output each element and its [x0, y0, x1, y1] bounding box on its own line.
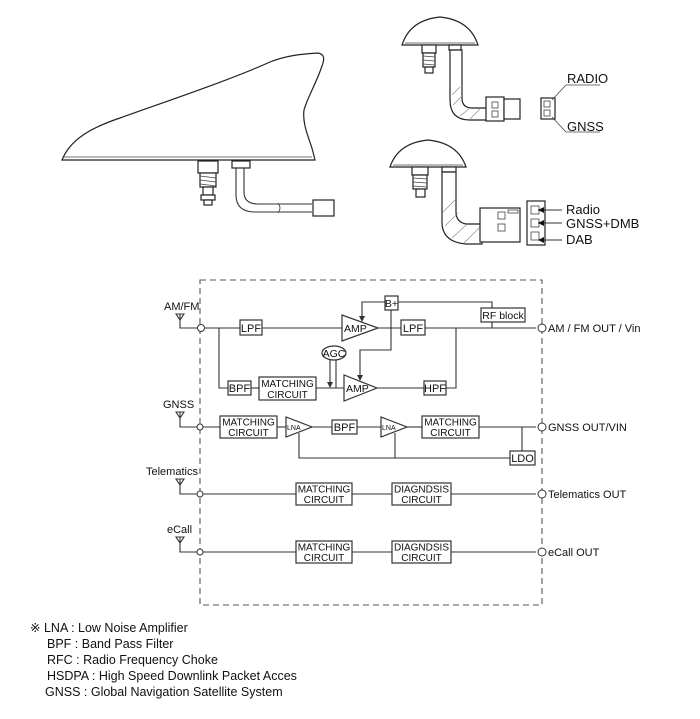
legend-item: RFC : Radio Frequency Choke — [47, 653, 218, 667]
amfm-matching-label-2: CIRCUIT — [267, 390, 308, 401]
reference-mark-icon: ※ — [30, 621, 41, 635]
abbreviation-legend: ※ LNA : Low Noise Amplifier BPF : Band P… — [30, 620, 297, 700]
telematics-diagnosis-label-2: CIRCUIT — [401, 495, 442, 506]
gnss-lna-1-symbol — [285, 416, 314, 438]
legend-item: LNA : Low Noise Amplifier — [43, 621, 188, 635]
gnss-bpf-block — [331, 419, 358, 435]
amfm-amp-top-label: AMP — [344, 323, 367, 335]
gnss-lna-2-label: LNA — [382, 425, 396, 432]
bplus-block — [384, 295, 399, 311]
ecall-diagnosis-label-2: CIRCUIT — [401, 553, 442, 564]
connector-label-dab: DAB — [566, 232, 593, 247]
agc-label: AGC — [323, 348, 346, 360]
output-port-amfm — [537, 323, 547, 333]
gnss-ldo-label: LDO — [511, 453, 534, 465]
input-label-ecall: eCall — [167, 524, 192, 536]
telematics-chain — [174, 478, 536, 498]
output-port-telematics — [537, 489, 547, 499]
gnss-chain — [174, 411, 536, 459]
amfm-matching-label-1: MATCHING — [261, 379, 314, 390]
input-label-telematics: Telematics — [146, 466, 198, 478]
antenna-module-boundary — [199, 279, 543, 606]
agc-block — [321, 345, 347, 361]
connector-label-gnss-dmb: GNSS+DMB — [566, 216, 639, 231]
gnss-ldo-block — [509, 450, 536, 466]
legend-row: GNSS : Global Navigation Satellite Syste… — [30, 684, 297, 700]
amfm-matching-circuit-block — [258, 376, 317, 401]
telematics-matching-label-1: MATCHING — [298, 485, 351, 496]
amfm-amp-bottom-label: AMP — [346, 383, 369, 395]
telematics-matching-label-2: CIRCUIT — [304, 495, 345, 506]
telematics-matching-circuit-block — [295, 482, 353, 506]
shark-fin-antenna-illustration — [61, 52, 335, 217]
amfm-hpf-block — [423, 380, 447, 396]
connector-label-radio-2: Radio — [566, 202, 600, 217]
ecall-matching-circuit-block — [295, 540, 353, 564]
amfm-lpf-out-block — [400, 319, 426, 336]
amfm-amp-bottom-symbol — [343, 374, 379, 402]
output-label-ecall: eCall OUT — [548, 547, 600, 559]
telematics-diagnosis-circuit-block — [391, 482, 452, 506]
amfm-bpf-block — [227, 380, 252, 396]
ecall-matching-label-2: CIRCUIT — [304, 553, 345, 564]
output-port-gnss — [537, 422, 547, 432]
dome-antenna-type1-illustration — [401, 16, 600, 133]
legend-row: BPF : Band Pass Filter — [30, 636, 297, 652]
gnss-matching-1-label-2: CIRCUIT — [228, 428, 269, 439]
gnss-matching-circuit-1-block — [219, 415, 278, 439]
input-label-gnss: GNSS — [163, 399, 194, 411]
legend-row: HSDPA : High Speed Downlink Packet Acces — [30, 668, 297, 684]
input-label-amfm: AM/FM — [164, 301, 199, 313]
output-label-telematics: Telematics OUT — [548, 489, 627, 501]
legend-item: GNSS : Global Navigation Satellite Syste… — [45, 685, 283, 699]
legend-row: ※ LNA : Low Noise Amplifier — [30, 620, 297, 636]
ecall-matching-label-1: MATCHING — [298, 543, 351, 554]
legend-item: BPF : Band Pass Filter — [47, 637, 174, 651]
amfm-lpf-out-label: LPF — [403, 323, 423, 335]
gnss-matching-1-label-1: MATCHING — [222, 418, 275, 429]
ecall-diagnosis-circuit-block — [391, 540, 452, 564]
ecall-diagnosis-label-1: DIAGNDSIS — [394, 543, 449, 554]
gnss-lna-2-symbol — [380, 416, 409, 438]
amfm-bpf-label: BPF — [229, 383, 251, 395]
gnss-matching-circuit-2-block — [421, 415, 480, 439]
amfm-lpf-in-block — [239, 319, 263, 336]
output-label-amfm: AM / FM OUT / Vin — [548, 323, 641, 335]
gnss-bpf-label: BPF — [334, 422, 356, 434]
legend-row: RFC : Radio Frequency Choke — [30, 652, 297, 668]
bplus-label: B+ — [385, 298, 398, 310]
amfm-chain — [174, 301, 536, 389]
amfm-lpf-in-label: LPF — [241, 323, 261, 335]
amfm-hpf-label: HPF — [424, 383, 446, 395]
rf-block — [480, 307, 526, 323]
gnss-matching-2-label-2: CIRCUIT — [430, 428, 471, 439]
connector-label-radio: RADIO — [567, 71, 608, 86]
gnss-matching-2-label-1: MATCHING — [424, 418, 477, 429]
amfm-amp-top-symbol — [341, 314, 380, 342]
output-port-ecall — [537, 547, 547, 557]
dome-antenna-type2-illustration — [389, 139, 562, 246]
output-label-gnss: GNSS OUT/VIN — [548, 422, 627, 434]
connector-label-gnss: GNSS — [567, 119, 604, 134]
rf-block-label: RF block — [482, 310, 524, 322]
ecall-chain — [174, 536, 536, 556]
gnss-lna-1-label: LNA — [287, 425, 301, 432]
telematics-diagnosis-label-1: DIAGNDSIS — [394, 485, 449, 496]
legend-item: HSDPA : High Speed Downlink Packet Acces — [47, 669, 297, 683]
